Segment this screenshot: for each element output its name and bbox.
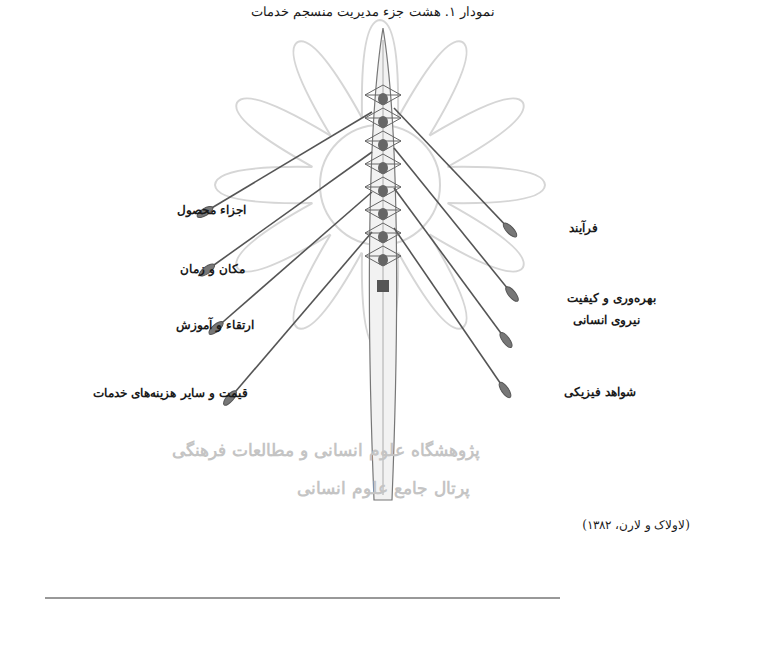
rower xyxy=(378,254,388,266)
figure-title: نمودار ۱. هشت جزء مدیریت منسجم خدمات xyxy=(251,4,495,19)
logo-petal xyxy=(448,167,545,203)
oar-shaft xyxy=(205,112,372,212)
part-label: مکان و زمان xyxy=(180,262,245,276)
rigger xyxy=(365,108,401,128)
oar-blade xyxy=(504,285,521,303)
rigger xyxy=(365,223,401,243)
rower xyxy=(378,139,388,151)
citation: (لاولاک و لارن، ۱۳۸۲) xyxy=(582,518,690,532)
part-label: ارتقاء و آموزش xyxy=(176,318,254,332)
part-label: اجزاء محصول xyxy=(177,203,246,217)
rigger xyxy=(365,154,401,174)
rower xyxy=(378,93,388,105)
rower xyxy=(378,208,388,220)
oar-blade xyxy=(497,381,513,400)
oar-shaft xyxy=(394,148,512,294)
oars xyxy=(195,108,520,407)
rigger xyxy=(365,177,401,197)
watermark-text: پرتال جامع علوم انسانی xyxy=(297,478,470,498)
watermark-text: پژوهشگاه علوم انسانی و مطالعات فرهنگی xyxy=(172,440,480,460)
rigger xyxy=(365,85,401,105)
oar-shaft xyxy=(394,188,506,340)
oar-blade xyxy=(501,221,518,239)
rigger xyxy=(365,200,401,220)
rigger xyxy=(365,131,401,151)
cox xyxy=(377,280,389,292)
rigger xyxy=(365,246,401,266)
part-label: فرآیند xyxy=(569,221,598,235)
part-label: نیروی انسانی xyxy=(573,313,640,327)
rower xyxy=(378,162,388,174)
part-label: شواهد فیزیکی xyxy=(564,385,636,399)
part-label: قیمت و سایر هزینه‌های خدمات xyxy=(93,386,248,400)
rower xyxy=(378,116,388,128)
oar-shaft xyxy=(394,228,505,390)
logo-petal xyxy=(236,203,330,271)
logo-petal xyxy=(430,98,524,166)
boat-hull xyxy=(369,28,396,500)
rower xyxy=(378,185,388,197)
riggers-and-rowers xyxy=(365,85,401,292)
part-label: بهره‌وری و کیفیت xyxy=(567,291,656,305)
oar-shaft xyxy=(230,232,372,398)
oar-blade xyxy=(498,331,514,350)
rower xyxy=(378,231,388,243)
footnote-rule xyxy=(45,598,560,599)
logo-petal xyxy=(293,41,361,135)
